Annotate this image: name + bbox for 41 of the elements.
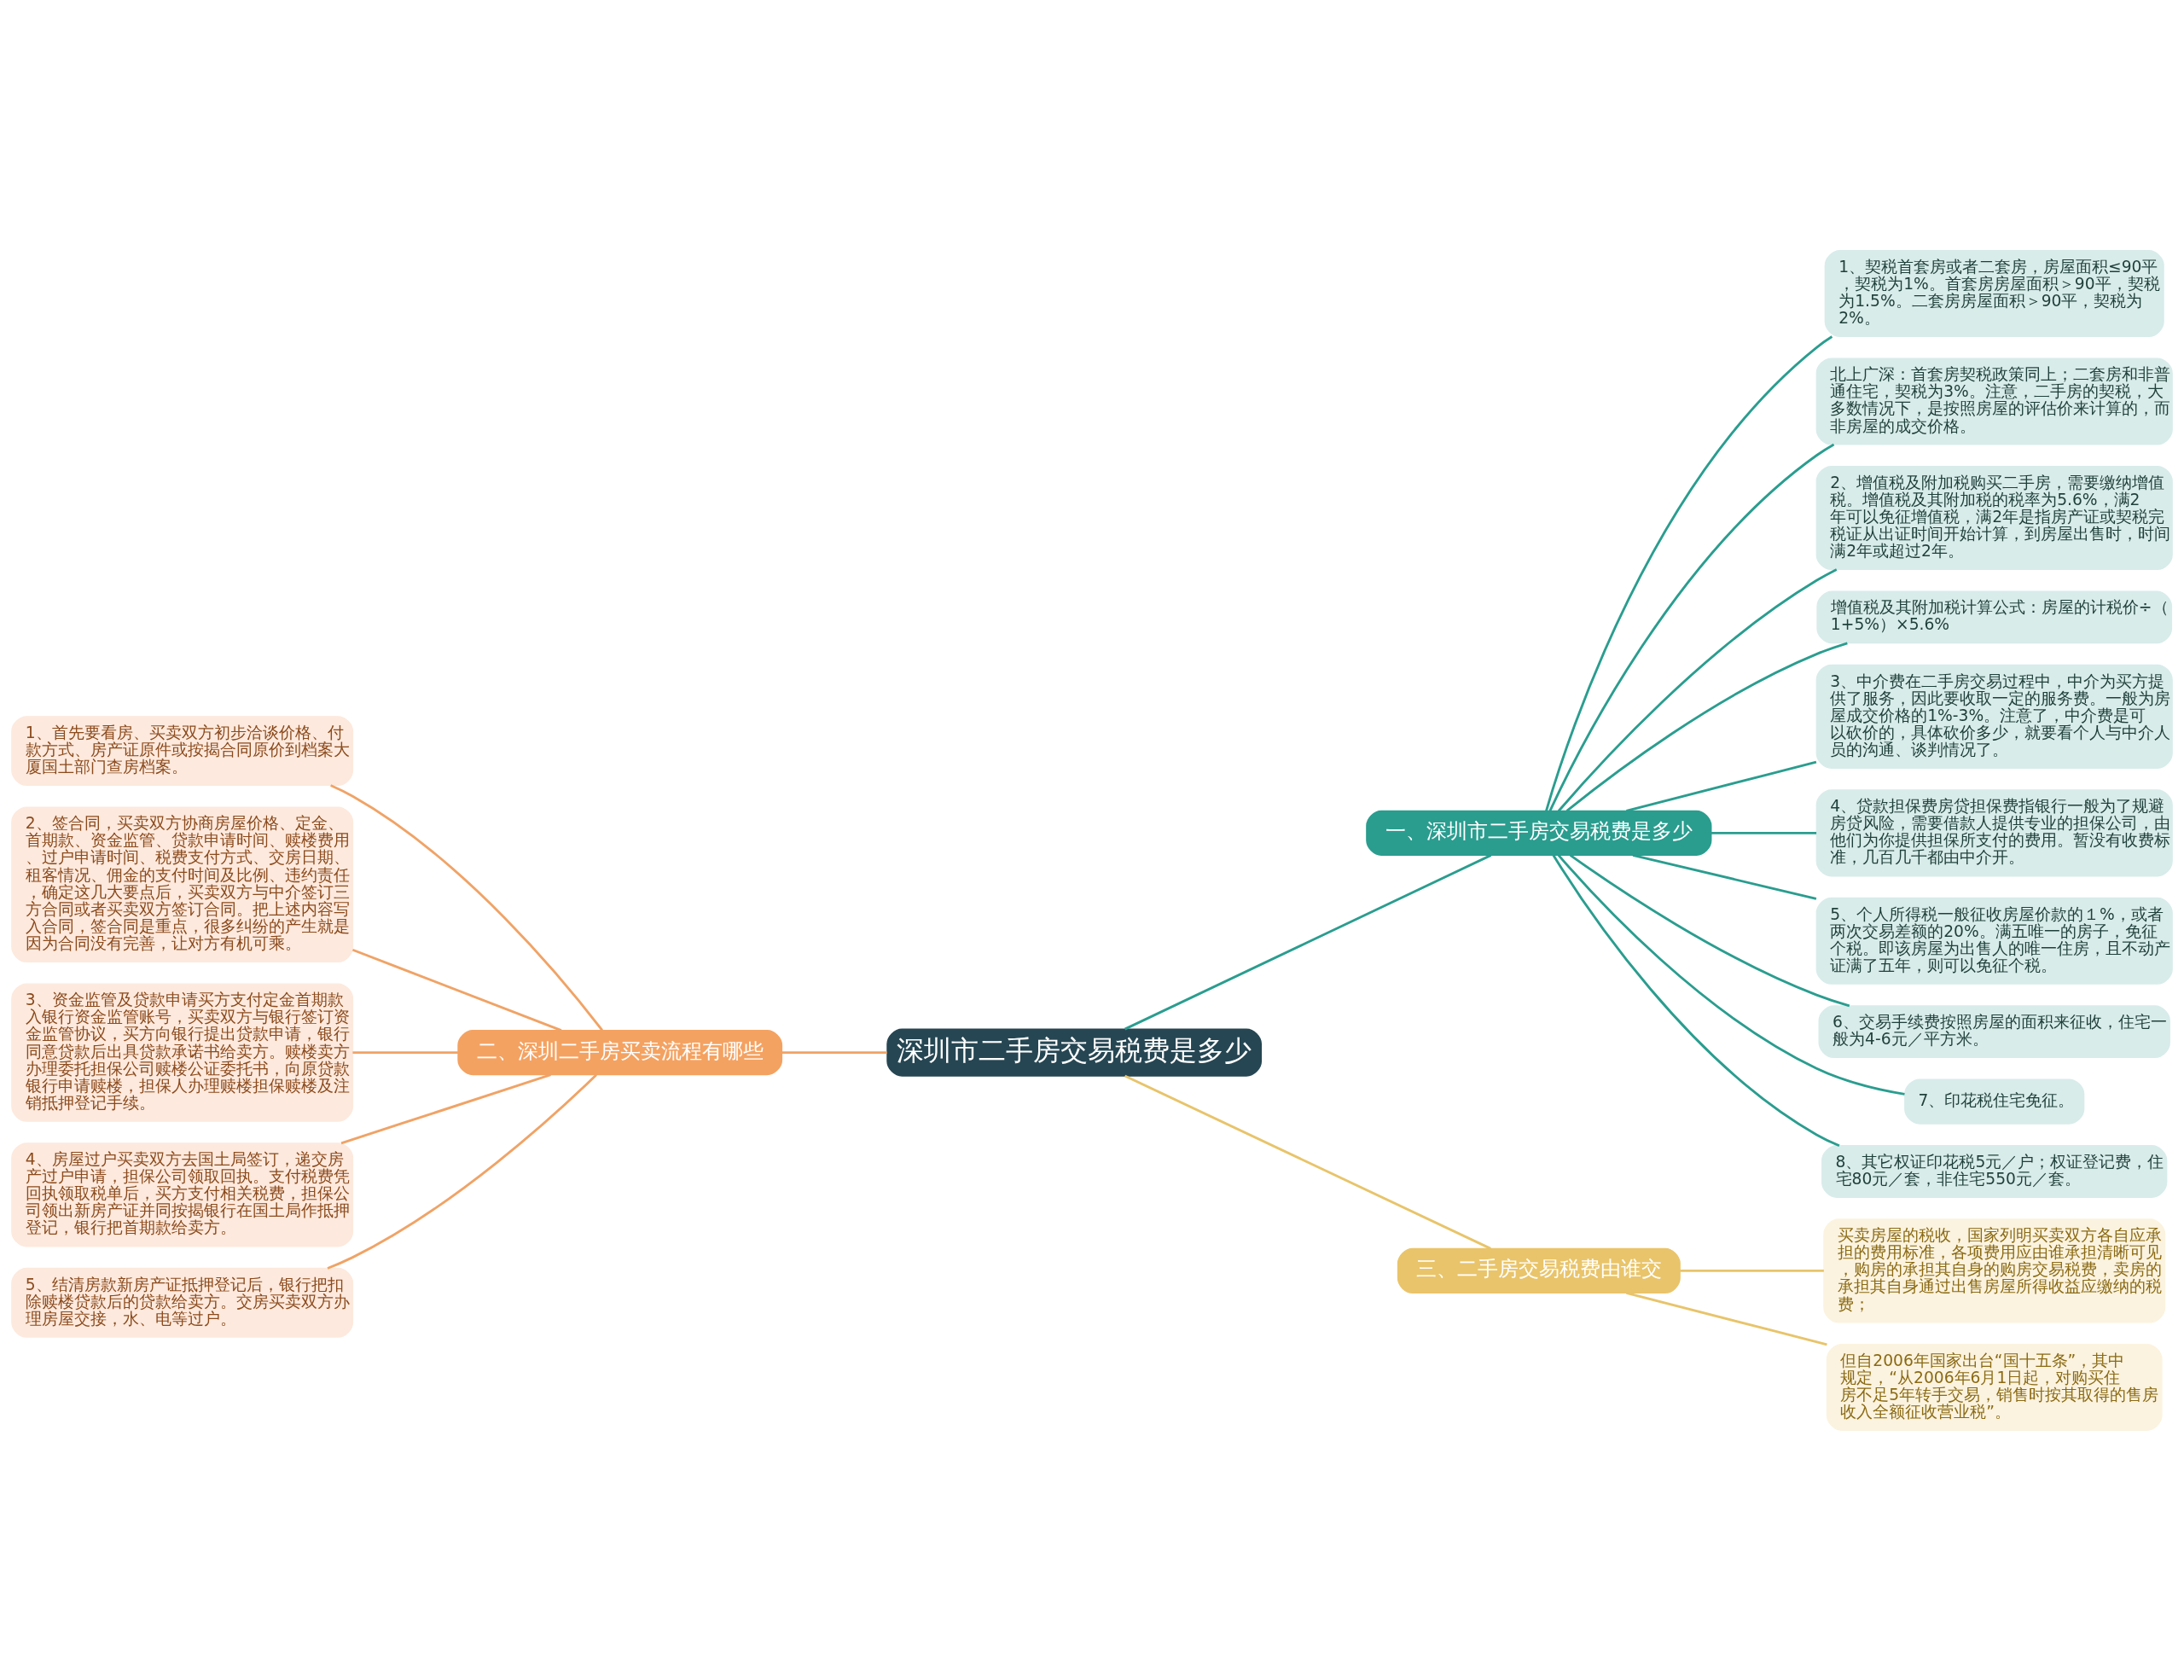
connector [1552, 854, 1840, 1147]
node-box: 3、中介费在二手房交易过程中，中介为买方提供了服务，因此要收取一定的服务费。一般为房屋成交价格的1%-3%。注意了，中介费是可以砍价的，具体砍价多少，就要看个人与中介人员的沟通、谈判情况了。 [1815, 664, 2173, 769]
connector [330, 783, 603, 1031]
node-box: 1、契税首套房或者二套房，房屋面积≤90平，契税为1%。首套房房屋面积＞90平，契税为1.5%。二套房房屋面积＞90平，契税为2%。 [1824, 249, 2164, 337]
node-box: 1、首先要看房、买卖双方初步洽谈价格、付款方式、房产证原件或按揭合同原价到档案大厦国土部门查房档案。 [11, 715, 354, 786]
node-box: 增值税及其附加税计算公式：房屋的计税价÷（1+5%）×5.6% [1816, 590, 2173, 643]
node-box: 4、房屋过户买卖双方去国土局签订，递交房产过户申请，担保公司领取回执。支付税费凭回执领取税单后，买方支付相关税费，担保公司领出新房产证并同按揭银行在国土局作抵押登记，银行把首期款给卖方。 [11, 1142, 354, 1247]
connector [1565, 641, 1848, 811]
connector [1557, 567, 1838, 811]
connector [1569, 853, 1850, 1007]
node-box: 2、签合同，买卖双方协商房屋价格、定金、首期款、资金监管、贷款申请时间、赎楼费用、过户申请时间、税费支付方式、交房日期、租客情况、佣金的支付时间及比例、违约责任，确定这几大要点后，买卖双方与中介签订三方合同或者买卖双方签订合同。把上述内容写入合同，签合同是重点，很多纠纷的产生就是因为合同没有完善，让对方有机可乘。 [11, 806, 354, 962]
connector [1557, 853, 1905, 1096]
node-box: 5、个人所得税一般征收房屋价款的１%，或者两次交易差额的20%。满五唯一的房子，免征个税。即该房屋为出售人的唯一住房，且不动产证满了五年，则可以免征个税。 [1815, 897, 2173, 985]
node-box: 三、二手房交易税费由谁交 [1397, 1247, 1681, 1293]
node-box: 3、资金监管及贷款申请买方支付定金首期款入银行资金监管账号，买卖双方与银行签订资金监管协议，买方向银行提出贷款申请，银行同意贷款后出具贷款承诺书给卖方。赎楼卖方办理委托担保公司赎楼公证委托书，向原贷款银行申请赎楼，担保人办理赎楼担保赎楼及注销抵押登记手续。 [11, 982, 354, 1122]
node-box: 7、印花税住宅免征。 [1904, 1078, 2085, 1125]
node-box: 买卖房屋的税收，国家列明买卖双方各自应承担的费用标准，各项费用应由谁承担清晰可见，购房的承担其自身的购房交易税费，卖房的承担其自身通过出售房屋所得收益应缴纳的税费； [1823, 1218, 2166, 1322]
node-box: 但自2006年国家出台“国十五条”，其中规定，“从2006年6月1日起，对购买住房不足5年转手交易，销售时按其取得的售房收入全额征收营业税”。 [1826, 1343, 2163, 1431]
connector [1548, 443, 1835, 811]
connector [352, 1050, 458, 1054]
node-box: 一、深圳市二手房交易税费是多少 [1366, 810, 1712, 856]
node-box: 6、交易手续费按照房屋的面积来征收，住宅一般为4-6元／平方米。 [1818, 1004, 2170, 1058]
connector [1626, 1291, 1827, 1346]
connector [781, 1050, 887, 1054]
connector [1124, 853, 1492, 1030]
connector [1124, 1074, 1491, 1250]
node-box: 4、贷款担保费房贷担保费指银行一般为了规避房贷风险，需要借款人提供专业的担保公司，由他们为你提供担保所支付的费用。暂没有收费标准，几百几千都由中介开。 [1815, 788, 2173, 876]
connector [327, 1073, 597, 1270]
connector [340, 1073, 551, 1144]
node-box: 深圳市二手房交易税费是多少 [886, 1028, 1263, 1077]
connector [1680, 1269, 1824, 1272]
connector [1711, 831, 1817, 834]
connector [1626, 760, 1817, 812]
connector [1632, 853, 1817, 900]
node-box: 北上广深：首套房契税政策同上；二套房和非普通住宅，契税为3%。注意，二手房的契税，大多数情况下，是按照房屋的评估价来计算的，而非房屋的成交价格。 [1815, 358, 2173, 445]
node-box: 2、增值税及附加税购买二手房，需要缴纳增值税。增值税及其附加税的税率为5.6%，满2年可以免征增值税，满2年是指房产证或契税完税证从出证时间开始计算，到房屋出售时，时间满2年或超过2年。 [1815, 465, 2173, 570]
node-box: 二、深圳二手房买卖流程有哪些 [457, 1029, 783, 1075]
connector [351, 948, 562, 1032]
connector [1545, 334, 1833, 811]
node-box: 5、结清房款新房产证抵押登记后，银行把扣除赎楼贷款后的贷款给卖方。交房买卖双方办理房屋交接，水、电等过户。 [11, 1267, 354, 1338]
node-box: 8、其它权证印花税5元／户；权证登记费，住宅80元／套，非住宅550元／套。 [1821, 1144, 2168, 1198]
